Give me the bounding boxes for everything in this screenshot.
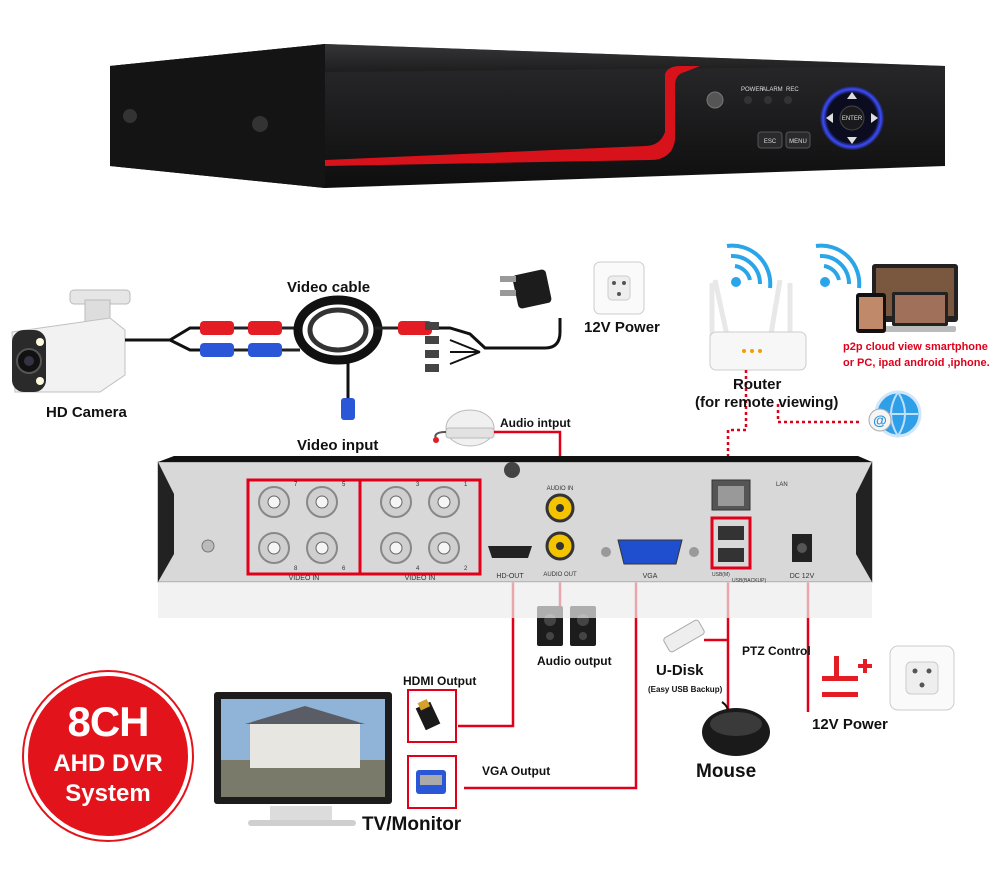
hdmi-plug-icon [415,698,441,731]
dvr-front-unit: POWER ALARM REC ESC MENU ENTER [110,44,945,188]
ch-8: 8 [294,566,298,572]
audio-out-label: AUDIO OUT [543,572,577,578]
indicator-rec: REC [786,87,799,93]
usb-backup-label: USB(BACKUP) [732,578,767,584]
wifi-icon [815,243,862,289]
ch-2: 2 [464,566,468,572]
power-bottom-label: 12V Power [812,716,888,733]
badge-line2: AHD DVR [53,750,163,777]
p2p-note-line2: or PC, ipad android ,iphone. [843,357,990,369]
menu-button: MENU [789,139,807,145]
video-in-label-right: VIDEO IN [405,575,436,582]
ptz-control-label: PTZ Control [742,644,811,658]
hd-camera-icon [11,289,131,393]
router-label: Router [733,376,782,393]
dvr-rear-panel: VIDEO IN VIDEO IN 7 5 8 6 3 1 4 2 AUDIO … [157,456,873,618]
wifi-icon [726,243,773,289]
enter-button: ENTER [842,116,863,122]
audio-output-label: Audio output [537,654,612,668]
badge-line3: System [65,780,151,807]
vga-plug-icon [416,770,446,794]
ch-5: 5 [342,482,346,488]
ch-7: 7 [294,482,298,488]
wall-socket-icon [593,261,645,315]
ch-1: 1 [464,482,468,488]
battery-symbol-icon [822,656,872,697]
tablet-icon [856,293,886,333]
indicator-alarm: ALARM [762,87,783,93]
ch-4: 4 [416,566,420,572]
video-input-label: Video input [297,437,379,454]
router-icon [709,279,807,371]
badge-line1: 8CH [67,698,149,745]
audio-input-label: Audio intput [500,416,571,430]
mouse-label: Mouse [696,761,757,782]
tv-monitor-icon [214,692,392,826]
lan-label: LAN [776,482,788,488]
p2p-note-line1: p2p cloud view smartphone [843,341,988,353]
esc-button: ESC [764,139,777,145]
hdmi-output-label: HDMI Output [403,674,477,688]
vga-label: VGA [643,573,658,580]
microphone-icon [433,409,495,447]
power-adapter-icon [500,269,552,309]
audio-in-label: AUDIO IN [547,486,574,492]
hd-out-label: HD-OUT [496,573,524,580]
tv-monitor-label: TV/Monitor [362,814,462,835]
hd-camera-label: HD Camera [46,404,127,421]
laptop-icon [884,292,956,332]
dc-label: DC 12V [790,573,815,580]
ch-3: 3 [416,482,420,488]
video-cable-label: Video cable [287,279,371,296]
vga-output-label: VGA Output [482,764,551,778]
ch-6: 6 [342,566,346,572]
mouse-icon [702,701,770,756]
udisk-sub-label: (Easy USB Backup) [648,685,723,694]
usb-drive-icon [663,619,705,653]
video-in-label-left: VIDEO IN [289,575,320,582]
usb-mouse-label: USB(M) [712,572,730,578]
product-badge: 8CH AHD DVR System [24,672,192,840]
power-top-label: 12V Power [584,319,660,336]
indicator-power: POWER [741,87,764,93]
router-sub-label: (for remote viewing) [695,394,839,411]
udisk-label: U-Disk [656,662,704,679]
wall-socket-icon [889,645,955,711]
globe-icon: @ [868,390,922,438]
svg-text:@: @ [873,412,887,428]
